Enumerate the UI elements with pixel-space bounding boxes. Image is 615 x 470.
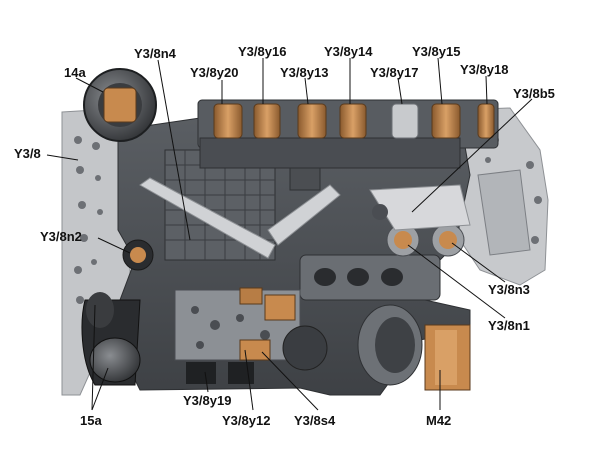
connector-15a bbox=[81, 292, 141, 386]
solenoid-row bbox=[213, 103, 495, 139]
label-y3-8y12: Y3/8y12 bbox=[222, 413, 270, 428]
label-14a: 14a bbox=[64, 65, 86, 80]
label-y3-8y16: Y3/8y16 bbox=[238, 44, 286, 59]
label-y3-8y19: Y3/8y19 bbox=[183, 393, 231, 408]
right-plate bbox=[454, 107, 549, 286]
label-y3-8n1: Y3/8n1 bbox=[488, 318, 530, 333]
label-m42: M42 bbox=[426, 413, 451, 428]
label-y3-8y13: Y3/8y13 bbox=[280, 65, 328, 80]
diagonal-strap bbox=[139, 167, 341, 259]
sensor-n1-n3 bbox=[386, 223, 465, 257]
label-y3-8n2: Y3/8n2 bbox=[40, 229, 82, 244]
label-y3-8y15: Y3/8y15 bbox=[412, 44, 460, 59]
left-plate bbox=[61, 107, 131, 396]
label-y3-8: Y3/8 bbox=[14, 146, 41, 161]
callout-labels: 14a Y3/8 Y3/8n2 Y3/8n4 Y3/8y20 Y3/8y16 Y… bbox=[14, 44, 555, 428]
label-y3-8y20: Y3/8y20 bbox=[190, 65, 238, 80]
label-y3-8s4: Y3/8s4 bbox=[294, 413, 336, 428]
connector-14a bbox=[83, 68, 157, 142]
leader-lines bbox=[46, 57, 533, 411]
label-15a: 15a bbox=[80, 413, 102, 428]
label-y3-8y17: Y3/8y17 bbox=[370, 65, 418, 80]
label-y3-8y18: Y3/8y18 bbox=[460, 62, 508, 77]
sensor-n2 bbox=[122, 239, 154, 271]
label-y3-8n4: Y3/8n4 bbox=[134, 46, 177, 61]
label-y3-8n3: Y3/8n3 bbox=[488, 282, 530, 297]
switch-s4 bbox=[239, 287, 296, 361]
label-y3-8b5: Y3/8b5 bbox=[513, 86, 555, 101]
label-y3-8y14: Y3/8y14 bbox=[324, 44, 373, 59]
sensor-b5 bbox=[369, 184, 471, 231]
